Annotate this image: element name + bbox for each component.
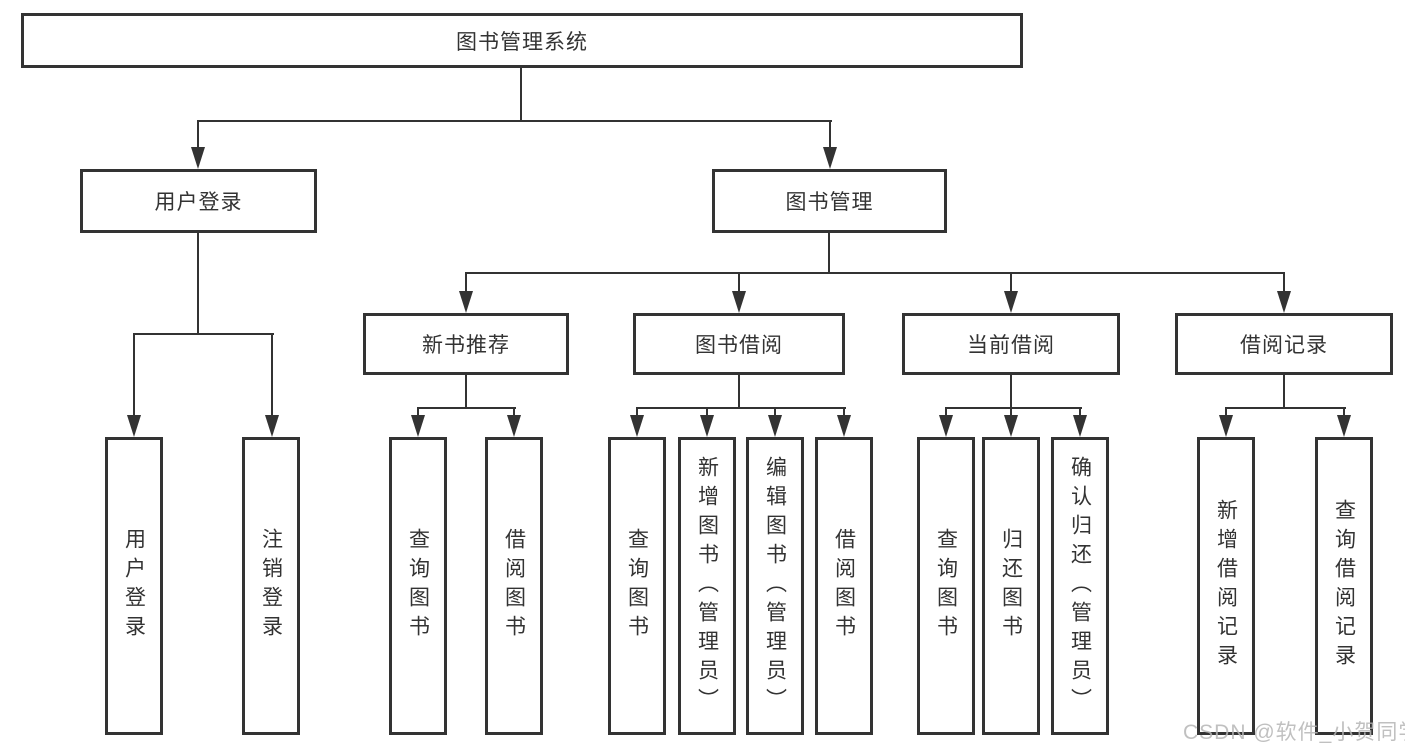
leaf-label: 借阅图书 [502,528,526,644]
connector-line [1079,407,1081,421]
connector-line [465,272,467,296]
arrowhead-down-icon [127,415,141,437]
connector-line [133,333,135,420]
arrowhead-down-icon [768,415,782,437]
connector-line [271,333,273,420]
connector-line [1010,407,1012,421]
connector-line [513,407,515,421]
connector-line [636,407,846,409]
leaf-label: 查询借阅记录 [1332,499,1356,673]
leaf-query-book-recommend: 查询图书 [389,437,447,735]
connector-line [417,407,419,421]
connector-line [828,233,830,274]
arrowhead-down-icon [459,291,473,313]
connector-line [706,407,708,421]
leaf-add-borrow-record: 新增借阅记录 [1197,437,1255,735]
arrowhead-down-icon [191,147,205,169]
leaf-confirm-return-admin: 确认归还（管理员） [1051,437,1109,735]
connector-line [945,407,947,421]
connector-line [1225,407,1346,409]
arrowhead-down-icon [1004,415,1018,437]
connector-line [197,120,832,122]
arrowhead-down-icon [1277,291,1291,313]
connector-line [520,68,522,122]
connector-line [197,120,199,152]
connector-line [417,407,516,409]
connector-line [465,375,467,409]
leaf-label: 确认归还（管理员） [1068,455,1092,717]
leaf-query-book-borrow: 查询图书 [608,437,666,735]
arrowhead-down-icon [630,415,644,437]
connector-line [133,333,274,335]
node-new-book-recommend: 新书推荐 [363,313,569,375]
node-current-borrow: 当前借阅 [902,313,1120,375]
arrowhead-down-icon [411,415,425,437]
arrowhead-down-icon [700,415,714,437]
node-book-management: 图书管理 [712,169,947,233]
arrowhead-down-icon [1004,291,1018,313]
arrowhead-down-icon [837,415,851,437]
leaf-label: 查询图书 [934,528,958,644]
leaf-label: 注销登录 [259,528,283,644]
connector-line [774,407,776,421]
connector-line [843,407,845,421]
leaf-borrow-book: 借阅图书 [815,437,873,735]
arrowhead-down-icon [1337,415,1351,437]
leaf-query-borrow-record: 查询借阅记录 [1315,437,1373,735]
leaf-borrow-book-recommend: 借阅图书 [485,437,543,735]
node-borrow-record: 借阅记录 [1175,313,1393,375]
node-user-login: 用户登录 [80,169,317,233]
arrowhead-down-icon [265,415,279,437]
leaf-label: 新增图书（管理员） [695,455,719,717]
leaf-label: 查询图书 [406,528,430,644]
connector-line [738,375,740,409]
node-book-borrow: 图书借阅 [633,313,845,375]
arrowhead-down-icon [939,415,953,437]
connector-line [197,233,199,335]
connector-line [829,120,831,152]
connector-line [1343,407,1345,421]
node-root-library-management-system: 图书管理系统 [21,13,1023,68]
connector-line [1010,375,1012,409]
leaf-return-book: 归还图书 [982,437,1040,735]
connector-line [1010,272,1012,296]
leaf-label: 查询图书 [625,528,649,644]
leaf-query-book-current: 查询图书 [917,437,975,735]
leaf-edit-book-admin: 编辑图书（管理员） [746,437,804,735]
connector-line [945,407,1082,409]
connector-line [1225,407,1227,421]
connector-line [465,272,1285,274]
leaf-user-login: 用户登录 [105,437,163,735]
arrowhead-down-icon [1073,415,1087,437]
leaf-label: 新增借阅记录 [1214,499,1238,673]
connector-line [1283,375,1285,409]
leaf-label: 归还图书 [999,528,1023,644]
leaf-label: 用户登录 [122,528,146,644]
arrowhead-down-icon [1219,415,1233,437]
connector-line [1283,272,1285,296]
csdn-watermark: CSDN @软件_小贺同学 [1183,721,1405,744]
connector-line [738,272,740,296]
arrowhead-down-icon [823,147,837,169]
leaf-add-book-admin: 新增图书（管理员） [678,437,736,735]
leaf-label: 编辑图书（管理员） [763,455,787,717]
connector-line [636,407,638,421]
arrowhead-down-icon [732,291,746,313]
arrowhead-down-icon [507,415,521,437]
leaf-logout: 注销登录 [242,437,300,735]
leaf-label: 借阅图书 [832,528,856,644]
